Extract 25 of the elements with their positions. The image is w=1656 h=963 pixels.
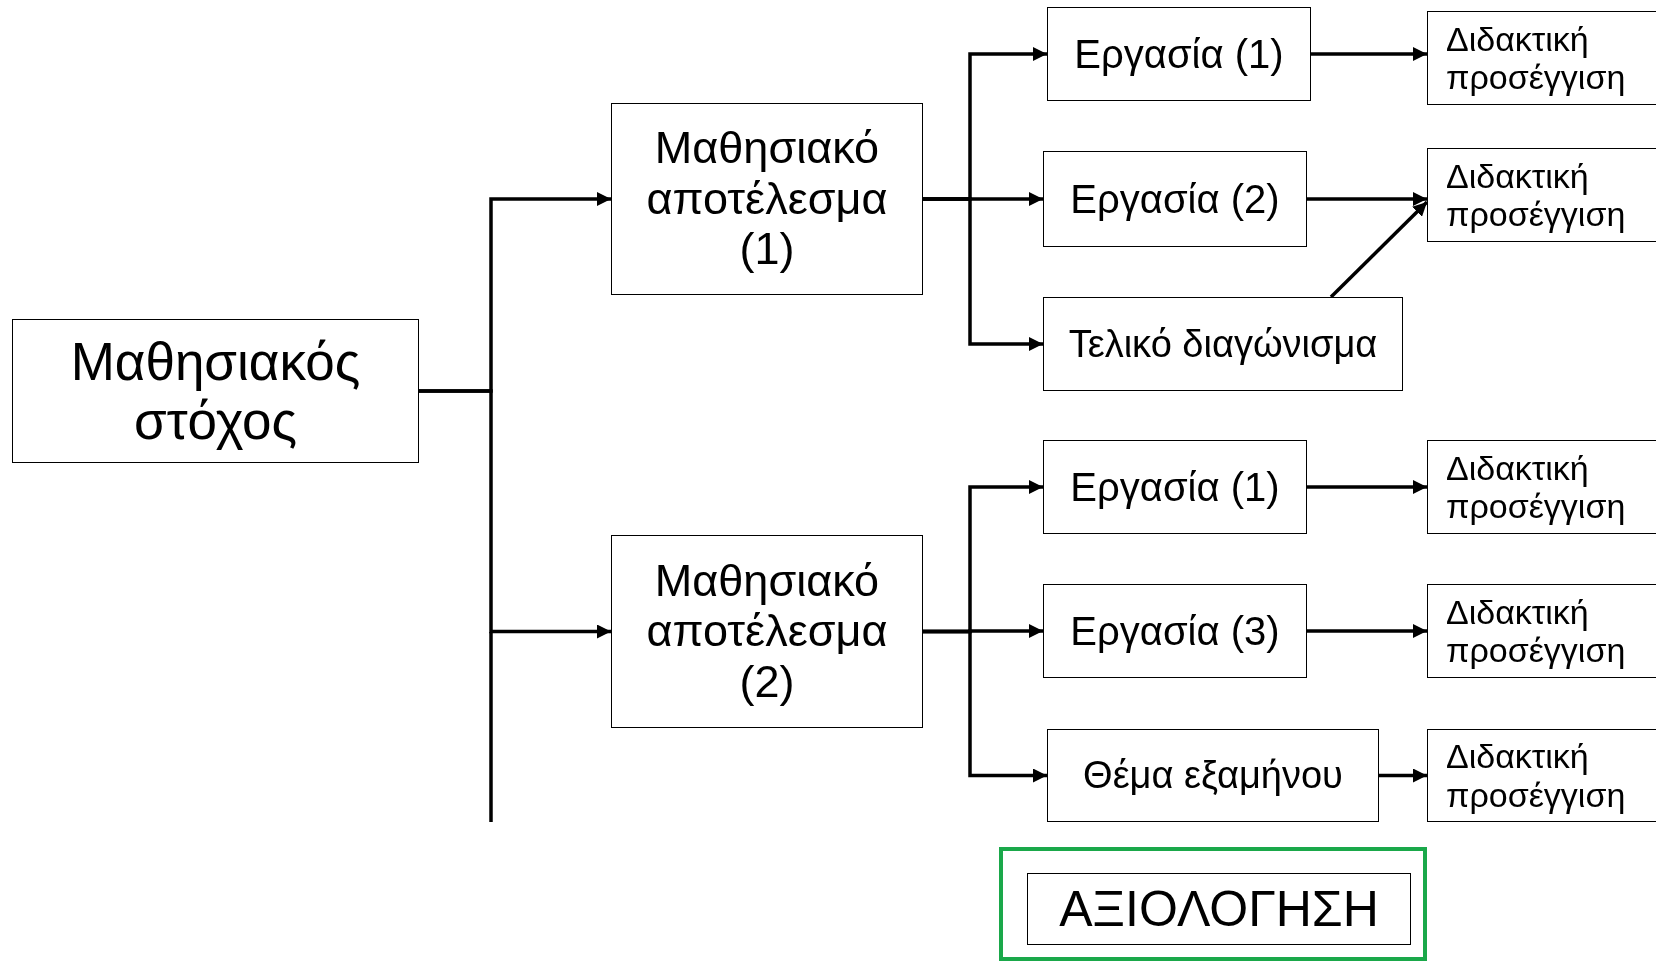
task-box: Εργασία (2) <box>1043 151 1307 247</box>
approach-box: Διδακτική προσέγγιση <box>1427 11 1656 105</box>
task-box: Εργασία (1) <box>1043 440 1307 534</box>
project-box: Θέμα εξαμήνου <box>1047 729 1379 822</box>
goal-box: Μαθησιακός στόχος <box>12 319 419 463</box>
arrow <box>419 389 611 639</box>
arrow <box>1307 624 1427 638</box>
arrow <box>1311 47 1427 61</box>
approach-box: Διδακτική προσέγγιση <box>1427 729 1656 822</box>
arrow <box>923 197 1043 351</box>
exam-box: Τελικό διαγώνισμα <box>1043 297 1403 391</box>
approach-box: Διδακτική προσέγγιση <box>1427 584 1656 678</box>
outcome-box: Μαθησιακό αποτέλεσμα (2) <box>611 535 923 728</box>
approach-box: Διδακτική προσέγγιση <box>1427 148 1656 242</box>
outcome-box: Μαθησιακό αποτέλεσμα (1) <box>611 103 923 295</box>
arrow <box>1307 192 1427 206</box>
arrow <box>923 629 1047 783</box>
task-box: Εργασία (3) <box>1043 584 1307 678</box>
arrow <box>1307 480 1427 494</box>
approach-box: Διδακτική προσέγγιση <box>1427 440 1656 534</box>
arrow <box>1379 768 1427 783</box>
arrow <box>1329 200 1429 299</box>
evaluation-box: ΑΞΙΟΛΟΓΗΣΗ <box>1027 873 1411 945</box>
evaluation-frame <box>999 847 1427 961</box>
task-box: Εργασία (1) <box>1047 7 1311 101</box>
